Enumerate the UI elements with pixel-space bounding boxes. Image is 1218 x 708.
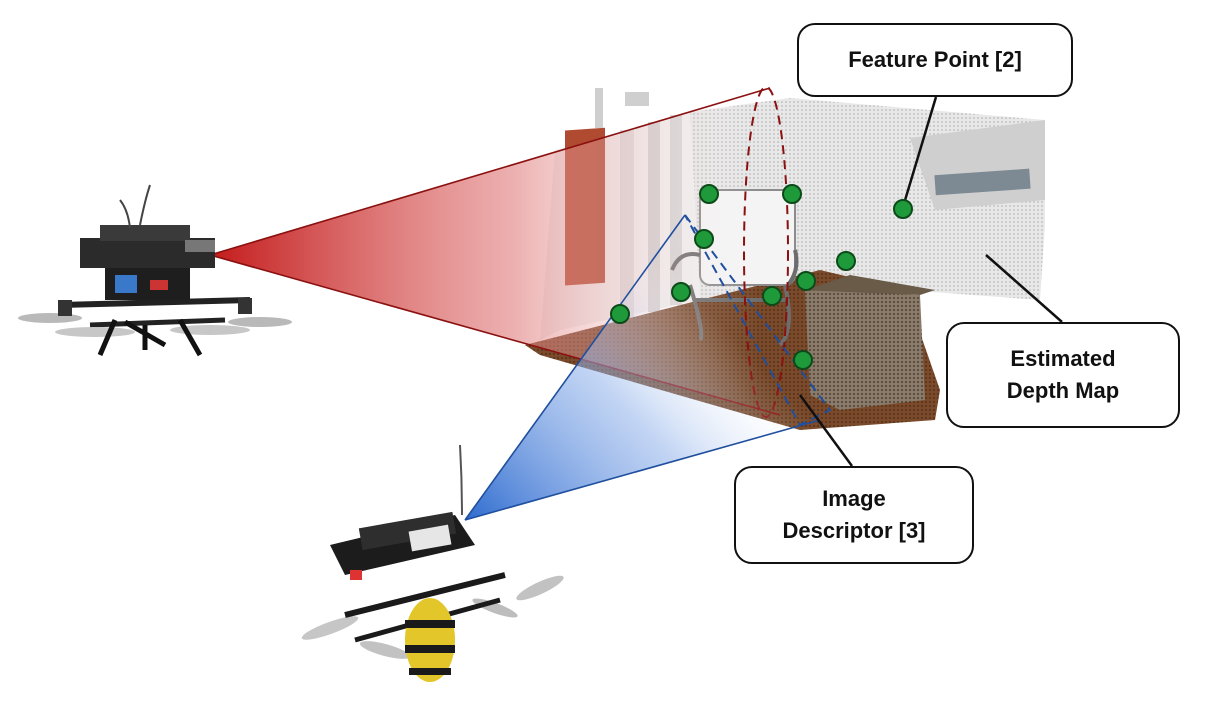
leader-line-image-descriptor [798,394,854,467]
feature-point [782,184,802,204]
post [625,92,649,106]
blue-camera-frustum [465,215,820,520]
feature-points [610,184,913,370]
feature-point [836,251,856,271]
feature-point [671,282,691,302]
feature-point [796,271,816,291]
post [595,88,603,128]
image-descriptor-callout: Image Descriptor [3] [734,466,974,564]
depth-map-callout: Estimated Depth Map [946,322,1180,428]
leader-line-feature-point [901,96,938,208]
leader-line-depth-map [985,254,1063,323]
nano-drone-icon [301,444,564,682]
window-sign [934,168,1031,196]
feature-point [699,184,719,204]
blue-frustum-edge [464,214,686,521]
feature-point-callout: Feature Point [2] [797,23,1073,97]
feature-point [610,304,630,324]
feature-point [893,199,913,219]
blue-frustum-edge [464,419,821,521]
quadcopter-drone-icon [18,184,292,357]
feature-point [762,286,782,306]
cabinet [805,290,925,410]
feature-point [793,350,813,370]
feature-point [694,229,714,249]
red-frustum-edge [209,87,771,256]
cabinet-top [805,275,935,295]
